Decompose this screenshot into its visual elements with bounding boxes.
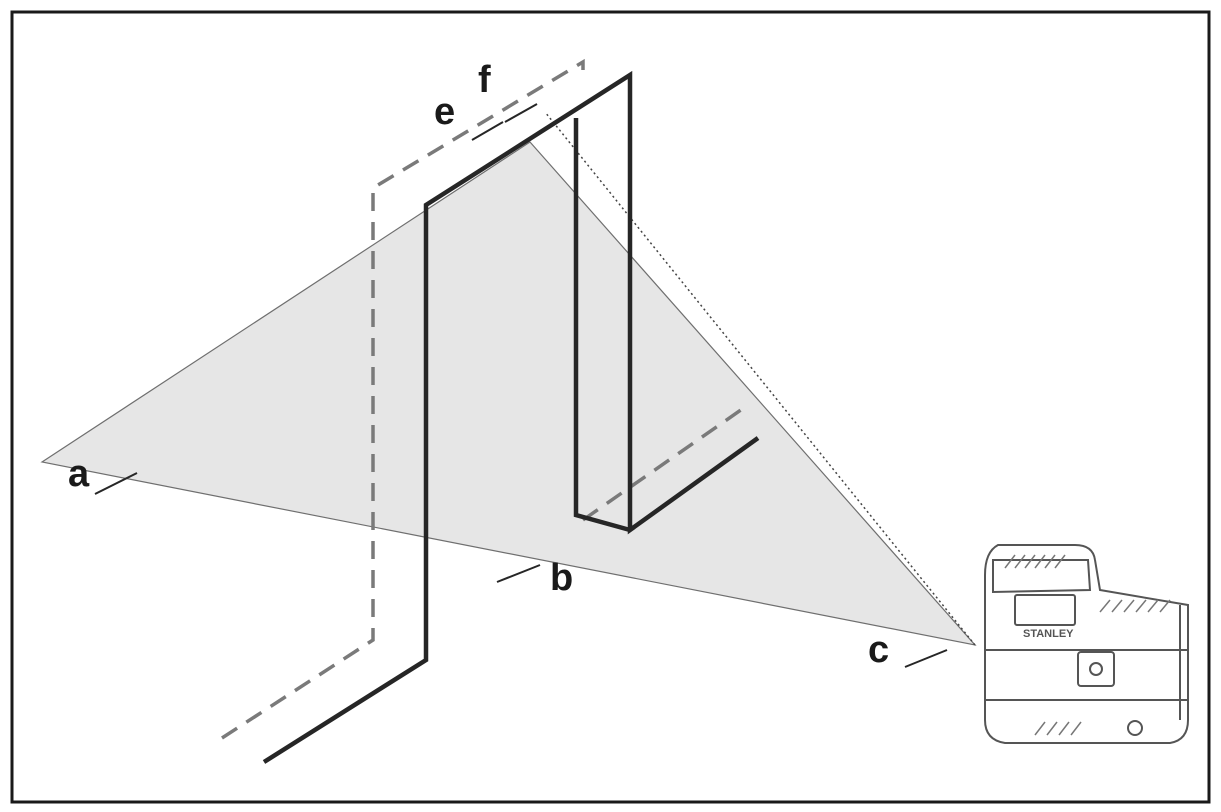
- laser-plane: [40, 141, 977, 646]
- label-c: c: [868, 629, 889, 671]
- laser-ray-dotted: [544, 111, 976, 646]
- tick-f: [504, 103, 538, 123]
- tick-a: [94, 472, 138, 495]
- tick-e: [471, 121, 504, 141]
- laser-level-icon: [984, 544, 1189, 744]
- label-e: e: [434, 91, 455, 133]
- tick-marks: [94, 103, 948, 668]
- label-a: a: [68, 453, 90, 495]
- reference-wall-dashed: [221, 58, 750, 740]
- tick-b: [496, 564, 541, 583]
- label-f: f: [478, 59, 491, 101]
- tick-c: [904, 649, 948, 668]
- label-b: b: [550, 557, 573, 599]
- reference-wall-solid: [262, 70, 760, 764]
- device-brand: STANLEY: [1023, 628, 1074, 640]
